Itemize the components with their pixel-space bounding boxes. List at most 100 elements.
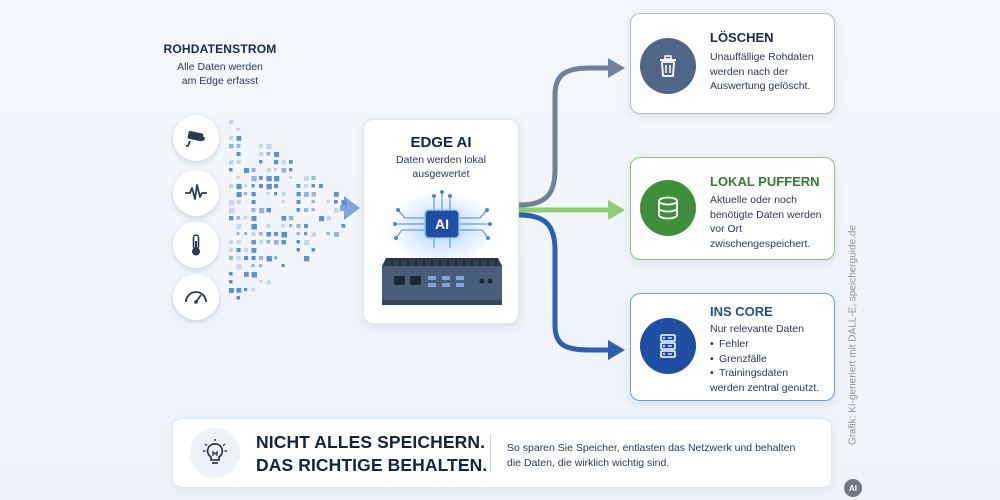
stream-dot: [251, 272, 257, 278]
stream-dot: [281, 232, 287, 238]
delete-text: Unauffällige Rohdaten werden nach der Au…: [710, 51, 814, 92]
credit-text: Grafik: KI-generiert mit DALL-E, speiche…: [847, 224, 859, 446]
stream-dot: [266, 192, 270, 196]
stream-dot: [259, 264, 263, 268]
list-item: Fehler: [710, 337, 828, 352]
stream-dot: [251, 176, 257, 182]
stream-dot: [304, 256, 310, 262]
source-title: ROHDATENSTROM: [163, 42, 277, 56]
stream-dot: [236, 200, 241, 205]
stream-dot: [266, 152, 271, 156]
stream-dot: [244, 288, 248, 292]
waveform-icon: [185, 184, 207, 200]
stream-dot: [266, 232, 272, 237]
delete-icon-badge: [640, 38, 696, 94]
stream-dot: [304, 208, 309, 213]
stream-dot: [304, 224, 309, 229]
stream-dot: [244, 256, 249, 261]
stream-dot: [259, 144, 263, 148]
core-lead: Nur relevante Daten: [710, 323, 804, 335]
stream-dot: [311, 184, 315, 188]
stream-dot: [251, 224, 257, 230]
stream-dot: [229, 200, 235, 206]
data-stream: [229, 120, 347, 300]
stream-dot: [244, 216, 248, 220]
stream-dot: [251, 184, 255, 188]
stream-dot: [304, 240, 310, 246]
stream-dot: [334, 208, 339, 213]
stream-dot: [319, 216, 325, 222]
stream-dot: [289, 176, 293, 180]
arrow-to-delete: [518, 65, 612, 208]
stream-dot: [296, 200, 301, 204]
stream-dot: [304, 232, 308, 236]
stream-dot: [311, 208, 315, 212]
stream-dot: [251, 248, 257, 253]
stream-dot: [274, 256, 278, 260]
image-credit: Grafik: KI-generiert mit DALL-E, speiche…: [845, 200, 861, 470]
stream-dot: [311, 176, 316, 181]
arrow-to-buffer-head: [608, 200, 625, 220]
database-icon: [658, 196, 678, 220]
stream-dot: [229, 256, 233, 260]
stream-dot: [229, 248, 233, 252]
stream-dot: [326, 216, 332, 221]
bulb-badge: [190, 428, 240, 478]
stream-dot: [274, 168, 278, 172]
stream-dot: [334, 200, 338, 204]
stream-dot: [326, 232, 330, 236]
stream-dot: [251, 288, 255, 292]
stream-dot: [229, 120, 234, 125]
stream-dot: [289, 224, 293, 228]
stream-dot: [319, 184, 323, 188]
stream-dot: [236, 224, 242, 229]
trash-icon: [660, 55, 676, 77]
stream-dot: [251, 264, 255, 268]
stream-dot: [274, 152, 280, 158]
list-item: Trainingsdaten: [710, 366, 828, 381]
stream-dot: [259, 160, 263, 164]
sensor-signal: [173, 170, 219, 216]
stream-dot: [229, 240, 234, 245]
stream-dot: [251, 256, 256, 261]
stream-dot: [266, 256, 272, 262]
stream-dot: [281, 216, 287, 221]
stream-dot: [266, 144, 272, 150]
stream-dot: [251, 216, 257, 221]
stream-dot: [281, 224, 285, 228]
stream-dot: [274, 160, 279, 165]
stream-dot: [229, 280, 233, 284]
stream-dot: [236, 288, 242, 293]
stream-dot: [266, 208, 271, 213]
arrow-to-core-head: [608, 340, 625, 360]
stream-dot: [274, 192, 278, 196]
stream-dot: [281, 168, 287, 173]
stream-dot: [244, 192, 248, 196]
banner-divider: [490, 434, 491, 472]
stream-dot: [259, 240, 263, 244]
stream-dot: [236, 232, 240, 236]
stream-dot: [341, 200, 347, 206]
stream-dot: [296, 240, 301, 244]
stream-dot: [251, 200, 256, 205]
stream-dot: [229, 160, 234, 165]
gauge-icon: [185, 291, 207, 304]
stream-dot: [296, 224, 301, 229]
stream-dot: [251, 232, 256, 237]
stream-dot: [274, 232, 278, 236]
arrow-to-core: [518, 212, 612, 353]
stream-dot: [281, 240, 286, 245]
stream-dot: [274, 184, 279, 189]
stream-dot: [341, 224, 346, 228]
stream-dot: [266, 280, 271, 285]
stream-dot: [236, 240, 241, 245]
stream-dot: [289, 160, 293, 164]
summary-banner: [172, 418, 832, 488]
stream-dot: [334, 192, 339, 197]
stream-dot: [259, 232, 263, 236]
sensor-camera: [173, 115, 219, 161]
stream-dot: [266, 240, 271, 244]
stream-dot: [244, 184, 248, 188]
stream-dot: [266, 176, 272, 182]
banner-text: So sparen Sie Speicher, entlasten das Ne…: [507, 442, 796, 469]
